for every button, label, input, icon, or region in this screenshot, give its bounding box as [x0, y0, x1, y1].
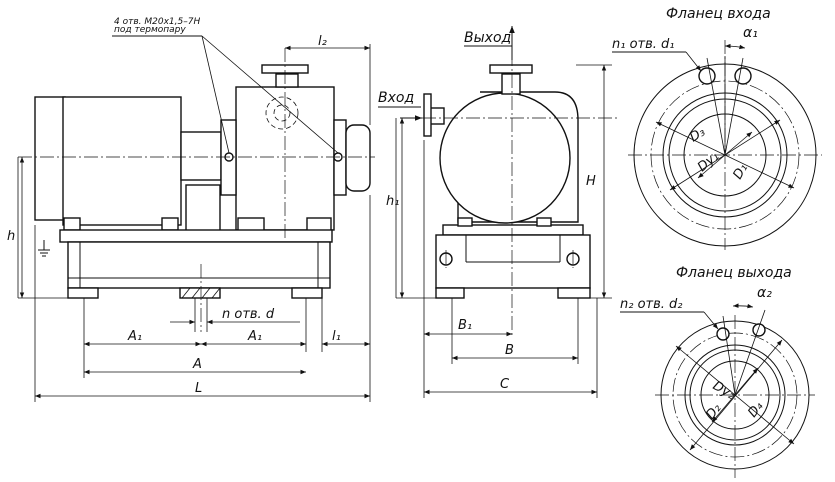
inlet-bolt-hole-1 [698, 67, 716, 85]
front-view-dimensions: l₂ h n отв. d A₁ A₁ l₁ A L [7, 34, 371, 402]
base-foot-3 [291, 287, 323, 299]
dim-a1-right: A₁ [247, 329, 262, 344]
outlet-bolt-hole-2 [752, 323, 766, 337]
dim-a1-left: A₁ [127, 329, 142, 344]
coupling [180, 131, 222, 181]
dim-l1: l₁ [332, 329, 341, 344]
motor-body [62, 96, 182, 226]
dim-c: C [500, 377, 510, 392]
motor-foot-left [63, 217, 81, 231]
base-foot-1 [67, 287, 99, 299]
motor-foot-right [161, 217, 179, 231]
pump-rear-cover [345, 124, 371, 192]
motor-end-cap [34, 96, 66, 221]
thermo-port-spec: 4 отв. М20х1,5–7Н [114, 17, 200, 27]
outlet-angle: α₂ [757, 285, 772, 301]
dim-l2: l₂ [318, 34, 327, 49]
front-view [18, 48, 375, 332]
outlet-d2: D₂ [703, 401, 724, 422]
side-outlet-nozzle [501, 73, 521, 95]
dim-h1: h₁ [386, 194, 399, 209]
base-frame-top [59, 229, 333, 243]
pump-drum [439, 92, 571, 224]
outlet-bolt-spec: n₂ отв. d₂ [620, 297, 683, 312]
base-frame [67, 241, 331, 289]
inlet-d1: D₁ [730, 161, 751, 182]
label-outlet: Выход [464, 30, 511, 46]
dim-b1: B₁ [458, 318, 472, 333]
dim-h: h [7, 229, 15, 244]
dim-base-holes: n отв. d [222, 307, 275, 322]
label-inlet: Вход [378, 90, 414, 106]
inlet-bolt-hole-2 [734, 67, 752, 85]
dim-b: B [505, 343, 514, 358]
thermo-port-purpose: под термопару [114, 25, 186, 35]
side-view [400, 30, 620, 338]
inlet-flange-view: Фланец входа α₁ n₁ отв. d₁ D₃ Dy₁ D₁ [612, 6, 822, 250]
side-outlet-flange [489, 64, 533, 74]
side-view-dimensions: H h₁ B₁ B C [386, 64, 612, 398]
outlet-d4: D₄ [745, 399, 767, 421]
outlet-flange-view: Фланец выхода α₂ n₂ отв. d₂ Dy₂ D₂ D₄ [620, 265, 815, 478]
dim-a: A [192, 357, 202, 372]
inlet-flange-title: Фланец входа [666, 6, 771, 22]
inlet-flange-hidden [265, 96, 299, 130]
dim-H: H [586, 174, 596, 189]
inlet-angle: α₁ [743, 25, 758, 41]
inlet-nozzle [429, 107, 445, 125]
outlet-nozzle [275, 73, 299, 88]
outlet-bolt-hole-1 [716, 327, 730, 341]
flow-labels: Выход Вход [378, 26, 515, 121]
inlet-d3: D₃ [687, 125, 708, 146]
dim-l: L [195, 381, 202, 396]
inlet-flange [423, 93, 432, 137]
outlet-flange-title: Фланец выхода [676, 265, 792, 281]
inlet-bolt-spec: n₁ отв. d₁ [612, 37, 675, 52]
inlet-bore-hidden [273, 104, 291, 122]
thermo-port-callout: 4 отв. М20х1,5–7Н под термопару [112, 17, 339, 154]
